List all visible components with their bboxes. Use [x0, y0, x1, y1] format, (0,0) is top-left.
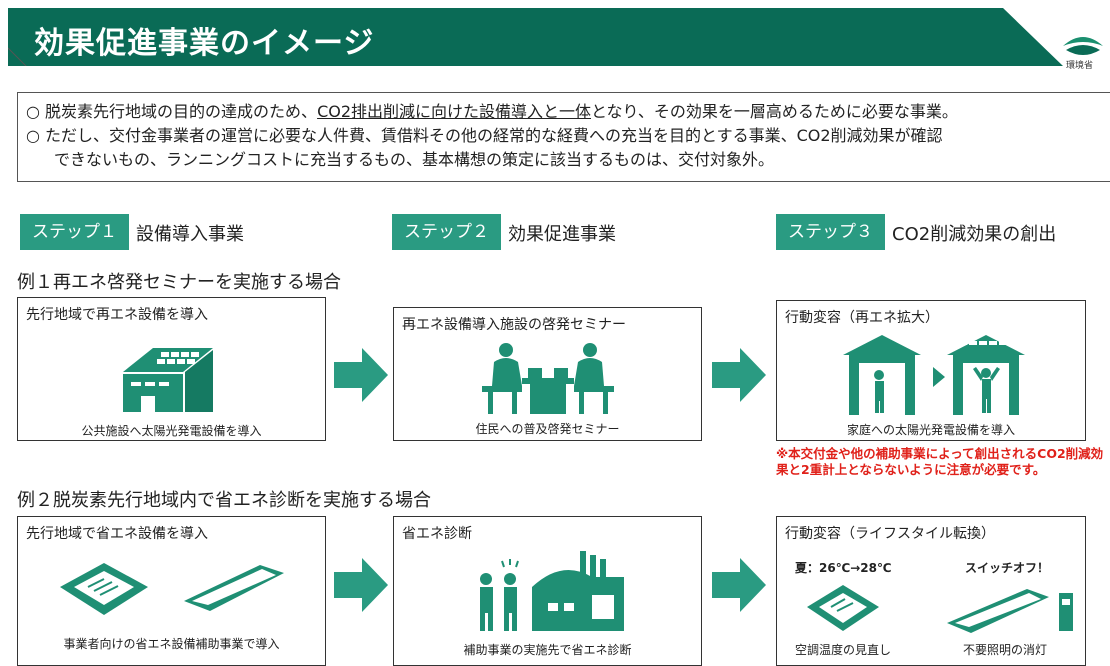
seminar-icon — [482, 343, 614, 414]
light-caption: 不要照明の消灯 — [963, 643, 1048, 657]
card-caption: 家庭への太陽光発電設備を導入 — [846, 423, 1015, 437]
step-3-badge: ステップ３ — [776, 214, 885, 250]
example-2-heading: 例２脱炭素先行地域内で省エネ診断を実施する場合 — [17, 490, 431, 511]
page-title: 効果促進事業のイメージ — [34, 26, 375, 61]
step-2-badge: ステップ２ — [392, 214, 501, 250]
intro-line-2: ○ ただし、交付金事業者の運営に必要な人件費、賃借料その他の経常的な経費への充当… — [26, 126, 943, 145]
intro-line-3: できないもの、ランニングコストに充当するもの、基本構想の策定に該当するものは、交… — [54, 150, 775, 169]
card-title: 再エネ設備導入施設の啓発セミナー — [402, 317, 626, 333]
summer-temp-text: 夏：26℃→28℃ — [795, 561, 892, 575]
example-1-card-1: 先行地域で再エネ設備を導入 公共施設へ太陽光発電設備を導入 — [17, 297, 326, 441]
title-bar — [8, 8, 1063, 66]
intro-box: ○ 脱炭素先行地域の目的の達成のため、CO2排出削減に向けた設備導入と一体となり… — [17, 92, 1110, 182]
card-caption: 住民への普及啓発セミナー — [475, 422, 620, 436]
building-solar-icon — [123, 348, 213, 412]
example-2-card-1: 先行地域で省エネ設備を導入 事業者向けの省エネ設備補助事業で導入 — [17, 516, 326, 666]
switch-off-text: スイッチオフ！ — [965, 561, 1050, 575]
ministry-logo-icon — [1063, 37, 1103, 55]
card-caption: 補助事業の実施先で省エネ診断 — [463, 643, 632, 657]
example-1-heading: 例１再エネ啓発セミナーを実施する場合 — [17, 272, 341, 293]
arrow-right-icon — [712, 348, 766, 402]
arrow-right-icon — [334, 348, 388, 402]
example-2-card-2: 省エネ診断 補助事業の実施先で省エネ診断 — [393, 516, 702, 666]
card-title: 行動変容（ライフスタイル転換） — [785, 526, 995, 542]
card-title: 行動変容（再エネ拡大） — [785, 310, 939, 326]
card-caption: 公共施設へ太陽光発電設備を導入 — [81, 424, 262, 438]
ministry-logo-text: 環境省 — [1066, 61, 1094, 71]
factory-diagnosis-icon — [480, 551, 624, 631]
warning-note: ※本交付金や他の補助事業によって創出されるCO2削減効果と2重計上とならないよう… — [776, 446, 1104, 477]
step-1-label: 設備導入事業 — [136, 224, 244, 245]
lifestyle-icon — [807, 585, 1073, 633]
aircon-caption: 空調温度の見直し — [795, 643, 892, 657]
step-3-label: CO2削減効果の創出 — [892, 224, 1057, 245]
step-2-label: 効果促進事業 — [508, 224, 616, 245]
step-1-badge: ステップ１ — [20, 214, 129, 250]
example-1-card-2: 再エネ設備導入施設の啓発セミナー 住民への普及啓発セミナー — [393, 307, 702, 441]
example-2-card-3: 行動変容（ライフスタイル転換） 夏：26℃→28℃ スイッチオフ！ 空調温度の見… — [776, 516, 1086, 666]
arrow-right-icon — [712, 558, 766, 612]
example-1-card-3: 行動変容（再エネ拡大） 家庭への太陽光発電設備を導入 — [776, 300, 1086, 441]
arrow-right-icon — [334, 558, 388, 612]
aircon-light-icon — [60, 563, 284, 615]
intro-line-1: ○ 脱炭素先行地域の目的の達成のため、CO2排出削減に向けた設備導入と一体となり… — [26, 102, 958, 121]
card-caption: 事業者向けの省エネ設備補助事業で導入 — [63, 637, 280, 651]
card-title: 先行地域で再エネ設備を導入 — [26, 307, 208, 323]
house-solar-icon — [843, 335, 1025, 415]
card-title: 省エネ診断 — [402, 526, 472, 542]
card-title: 先行地域で省エネ設備を導入 — [26, 526, 208, 542]
